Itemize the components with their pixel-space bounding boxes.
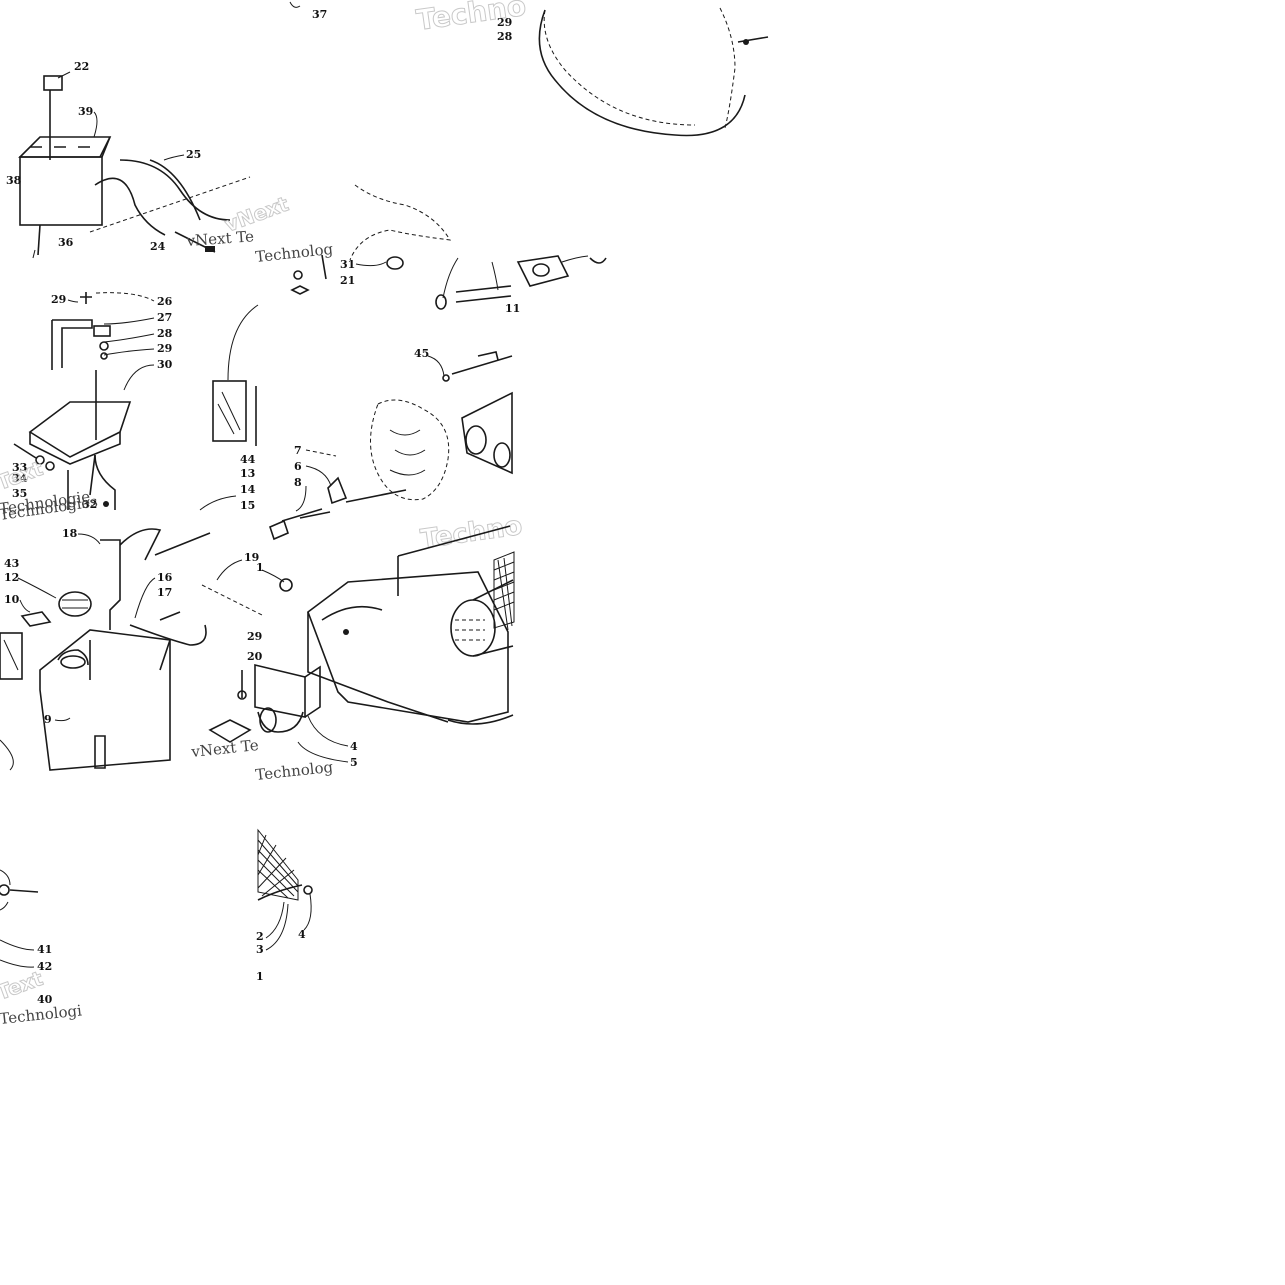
label-30: 30 xyxy=(157,358,173,371)
flange-icon xyxy=(516,255,570,287)
label-22: 22 xyxy=(74,60,89,73)
label-18: 18 xyxy=(62,527,78,540)
label-28-bracket: 28 xyxy=(157,327,173,340)
label-4-console: 4 xyxy=(350,740,358,753)
decal-icon xyxy=(212,380,247,442)
label-20: 20 xyxy=(247,650,263,663)
battery-section: 22 39 38 36 25 24 vNext vNext Te xyxy=(6,60,292,259)
label-5: 5 xyxy=(350,756,358,769)
label-14: 14 xyxy=(240,483,256,496)
engine-section: 45 44 13 14 15 7 6 8 Techno xyxy=(199,347,525,555)
label-36: 36 xyxy=(58,236,74,249)
label-7: 7 xyxy=(294,444,302,457)
label-13: 13 xyxy=(240,467,255,480)
label-25: 25 xyxy=(186,148,201,161)
label-28-top: 28 xyxy=(497,30,513,43)
fuel-pump-icon xyxy=(100,539,121,630)
label-10: 10 xyxy=(4,593,20,606)
label-45: 45 xyxy=(414,347,429,360)
mounting-plate-icon xyxy=(254,663,306,718)
middle-section: Technolog 31 21 11 xyxy=(212,184,607,446)
petcock-icon xyxy=(208,719,252,743)
exhaust-icon xyxy=(461,391,513,475)
terminal-cap-icon xyxy=(43,75,63,91)
watermark-technolog-2: Technolog xyxy=(255,758,335,784)
fuel-cap-icon xyxy=(58,591,92,617)
label-16: 16 xyxy=(157,571,173,584)
label-6: 6 xyxy=(294,460,302,473)
label-34: 34 xyxy=(12,472,28,485)
label-8: 8 xyxy=(294,476,302,489)
label-42: 42 xyxy=(37,960,52,973)
label-1-console: 1 xyxy=(256,561,264,574)
label-11: 11 xyxy=(505,302,520,315)
watermark-vnext-te-1: vNext Te xyxy=(185,227,255,250)
label-35: 35 xyxy=(12,487,27,500)
label-24: 24 xyxy=(150,240,166,253)
fuel-tank-section: 18 43 12 10 16 17 9 vNext Te xyxy=(0,527,260,771)
label-21: 21 xyxy=(340,274,355,287)
label-37: 37 xyxy=(312,8,327,21)
label-2: 2 xyxy=(256,930,264,943)
label-29-bracket: 29 xyxy=(51,293,66,306)
label-31: 31 xyxy=(340,258,355,271)
intake-icon xyxy=(450,599,496,657)
grille-section: 2 3 4 1 xyxy=(256,828,313,983)
label-19: 19 xyxy=(244,551,259,564)
label-27: 27 xyxy=(157,311,172,324)
label-17: 17 xyxy=(157,586,172,599)
console-section: 19 1 29 20 4 5 Technolog xyxy=(201,525,515,784)
label-38: 38 xyxy=(6,174,22,187)
battery-icon xyxy=(19,156,103,226)
label-41: 41 xyxy=(37,943,52,956)
label-12: 12 xyxy=(4,571,19,584)
top-strip: 37 Techno 29 28 xyxy=(289,0,769,137)
battery-tray-icon xyxy=(28,401,132,458)
console-housing-icon xyxy=(307,571,509,723)
label-32: 32 xyxy=(82,498,97,511)
label-4-grille: 4 xyxy=(298,928,306,941)
label-29-top: 29 xyxy=(497,16,512,29)
grille-mesh-icon xyxy=(257,828,299,901)
engine-icon xyxy=(370,399,450,501)
bolt-icon xyxy=(743,39,749,45)
label-9: 9 xyxy=(44,713,52,726)
hold-down-bracket-icon xyxy=(51,319,93,370)
label-40: 40 xyxy=(37,993,53,1006)
label-44: 44 xyxy=(240,453,256,466)
label-15: 15 xyxy=(240,499,255,512)
label-3: 3 xyxy=(256,943,264,956)
label-29-bracket2: 29 xyxy=(157,342,172,355)
label-43: 43 xyxy=(4,557,19,570)
watermark-technolog-1: Technolog xyxy=(255,240,335,266)
fuel-tank-icon xyxy=(39,629,171,771)
bottom-left-section: 41 42 40 Text Technologi xyxy=(0,869,83,1028)
mesh-screen-icon xyxy=(493,551,515,631)
label-29-console: 29 xyxy=(247,630,262,643)
label-33: 33 xyxy=(12,461,27,474)
bracket-section: 29 26 27 28 29 30 33 34 35 32 Text Techn… xyxy=(0,292,173,518)
watermark-vnext-te-2: vNext Te xyxy=(190,736,260,761)
watermark-techno-mid: Techno xyxy=(419,511,524,555)
label-1-grille: 1 xyxy=(256,970,264,983)
label-39: 39 xyxy=(78,105,93,118)
watermark-technologi-2: Technologi xyxy=(0,1001,83,1028)
label-26: 26 xyxy=(157,295,173,308)
